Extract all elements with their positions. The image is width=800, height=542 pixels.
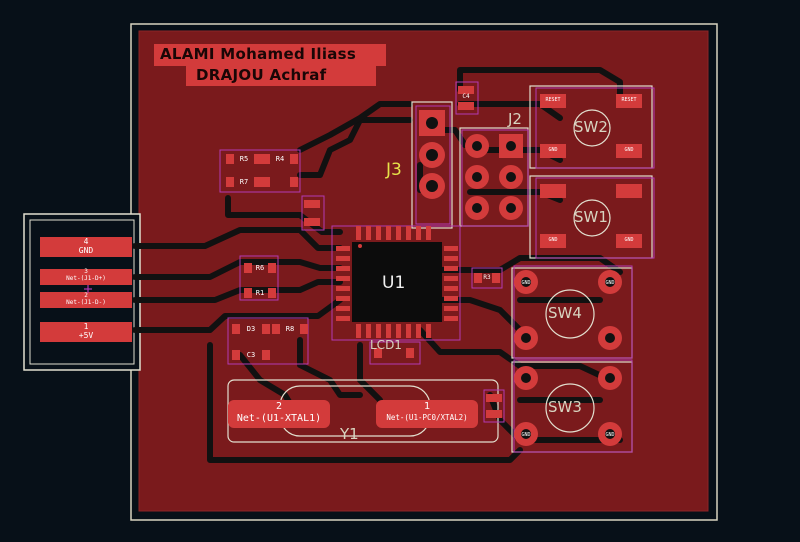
usb-pad-4 (40, 237, 132, 257)
sw4-label: SW4 (548, 304, 582, 322)
r7-label: R7 (239, 178, 249, 186)
y1-pad-2 (228, 400, 330, 428)
sw4-pads[interactable] (514, 270, 622, 350)
r6-label: R6 (255, 264, 265, 272)
sw4-gnd-pad-label-1: GND (521, 280, 531, 286)
u1-pins (336, 226, 458, 338)
u1-label: U1 (382, 273, 406, 293)
u1-chip[interactable] (336, 226, 458, 338)
sw2-reset-pad-label-1: RESET (545, 97, 561, 103)
u1-pin1-dot (358, 244, 362, 248)
y1-pad-1 (376, 400, 478, 428)
sw1-label: SW1 (574, 208, 608, 226)
author-line-2: DRAJOU Achraf (196, 66, 327, 84)
courtyards (219, 81, 655, 453)
usb-pad-1-net: +5V (78, 331, 94, 340)
lcd-ref-label: LCD1 (370, 338, 402, 352)
y1-pad-1-net: Net-(U1-PC0/XTAL2) (386, 413, 468, 422)
usb-pad-2-net: Net-(J1-D-) (66, 299, 106, 306)
usb-pin1-marker (84, 285, 92, 293)
sw3-label: SW3 (548, 398, 582, 416)
usb-pad-3 (40, 269, 132, 285)
usb-pad-3-net: Net-(J1-D+) (66, 275, 106, 282)
passive-pads[interactable] (226, 86, 502, 418)
usb-pad-2-num: 2 (84, 292, 88, 299)
y1-pad-1-num: 1 (423, 401, 431, 412)
j3-header[interactable] (419, 110, 445, 199)
sw3-gnd-pad-label-1: GND (521, 432, 531, 438)
sw1-gnd-pad-label-1: GND (548, 237, 558, 243)
y1-crystal-pads[interactable] (228, 400, 478, 428)
r3-label: R3 (483, 274, 491, 281)
sw3-pads[interactable] (514, 366, 622, 446)
usb-pad-1-num: 1 (83, 322, 89, 331)
j3-label: J3 (386, 160, 402, 180)
d3-label: D3 (246, 325, 256, 333)
usb-pad-2 (40, 292, 132, 308)
sw2-gnd-pad-label-2: GND (624, 147, 634, 153)
sw2-reset-pad-label-2: RESET (621, 97, 637, 103)
tracks (132, 67, 623, 463)
sw3-gnd-pad-label-2: GND (605, 432, 615, 438)
sw1-pads[interactable] (540, 184, 642, 248)
y1-pad-2-num: 2 (275, 401, 283, 412)
usb-pad-4-net: GND (78, 246, 94, 255)
c3-label: C3 (246, 351, 256, 359)
c4-label: C4 (462, 93, 470, 100)
sw2-pads[interactable] (540, 94, 642, 158)
r5-label: R5 (239, 155, 249, 163)
usb-pad-1 (40, 322, 132, 342)
y1-pad-2-net: Net-(U1-XTAL1) (236, 413, 322, 424)
usb-pad-4-num: 4 (83, 237, 89, 246)
sw2-label: SW2 (574, 118, 608, 136)
r8-label: R8 (285, 325, 295, 333)
author-line-1: ALAMI Mohamed Iliass (160, 45, 357, 63)
author-title-block (154, 44, 386, 86)
usb-connector-pads[interactable] (40, 237, 132, 342)
r4-label: R4 (275, 155, 285, 163)
sw1-gnd-pad-label-2: GND (624, 237, 634, 243)
y1-label: Y1 (340, 425, 359, 443)
sw2-gnd-pad-label-1: GND (548, 147, 558, 153)
j2-label: J2 (508, 110, 522, 128)
usb-pad-3-num: 3 (84, 268, 88, 275)
r1-label: R1 (255, 289, 265, 297)
j2-header[interactable] (465, 134, 523, 220)
sw4-gnd-pad-label-2: GND (605, 280, 615, 286)
